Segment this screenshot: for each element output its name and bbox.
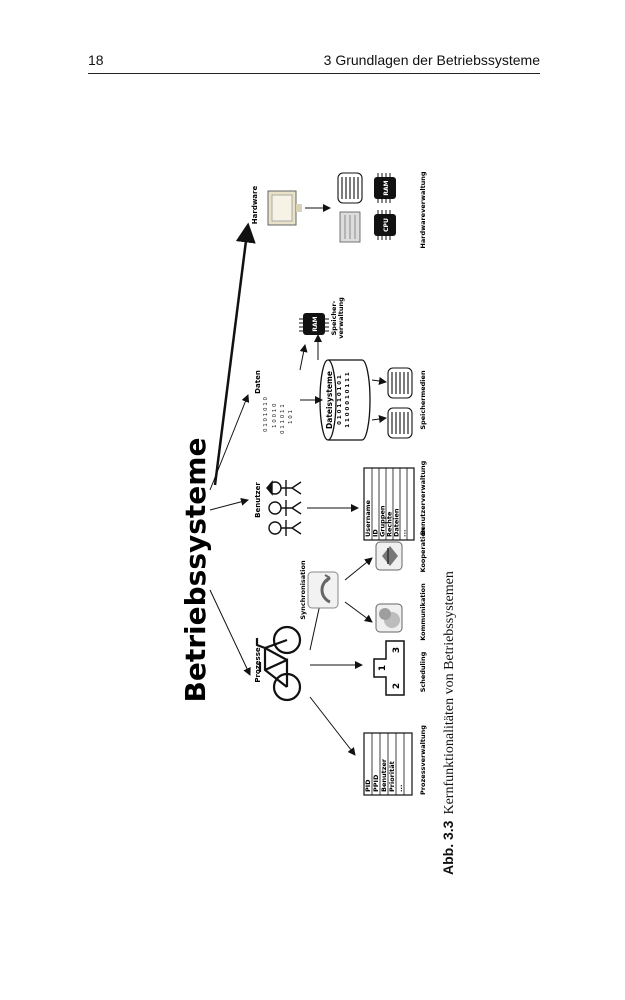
cpu-chip-label: CPU — [383, 218, 390, 232]
arrow-to-prozesse — [209, 589, 251, 676]
speicherverwaltung-label-line1: Speicher- — [330, 300, 338, 335]
header-rule — [88, 73, 540, 74]
bicycle-icon — [255, 625, 302, 702]
main-arrow — [213, 222, 256, 486]
scheduling-step: 1 — [378, 665, 388, 671]
arrow-to-speichermedien-1 — [371, 415, 387, 423]
user-table-cell: Dateien — [393, 508, 401, 537]
group-label-prozesse: Prozesse — [254, 647, 262, 683]
arrow-to-ram — [299, 344, 308, 371]
svg-text:1 0 1: 1 0 1 — [288, 410, 294, 424]
user-table: Username ID Gruppen Rechte Dateien ... — [363, 467, 415, 541]
speicherverwaltung-label-line2: verwaltung — [337, 297, 345, 339]
arrow-to-prozessverwaltung — [309, 696, 356, 756]
page-number: 18 — [88, 52, 104, 68]
filesystem-cylinder-icon — [300, 359, 371, 441]
kommunikation-icon — [375, 603, 403, 633]
synchronisation-label: Synchronisation — [299, 560, 307, 620]
figure-diagram: Betriebssysteme Prozesse Benutzer Daten … — [179, 171, 427, 796]
user-table-cell: Gruppen — [379, 505, 387, 537]
kooperation-icon — [375, 541, 403, 571]
keyboard-icon — [339, 211, 361, 243]
process-table: PID PPID Benutzer Priorität ... — [363, 732, 413, 796]
dateisysteme-bits-2: 1 1 0 0 0 1 0 1 1 1 — [345, 372, 351, 428]
benutzerverwaltung-label: Benutzerverwaltung — [419, 460, 427, 535]
dateisysteme-label: Dateisysteme — [325, 371, 334, 429]
process-table-cell: PID — [364, 779, 372, 792]
cpu-chip-icon — [374, 210, 396, 240]
synchronisation-icon — [307, 571, 339, 609]
group-label-benutzer: Benutzer — [254, 482, 262, 518]
process-table-cell: PPID — [372, 774, 380, 792]
arrow-to-speichermedien-2 — [371, 377, 387, 385]
ram-chip-label: RAM — [312, 316, 319, 331]
ram-chip-hardware-icon — [374, 173, 396, 203]
svg-text:0 1 0 1 0 1 0: 0 1 0 1 0 1 0 — [263, 397, 269, 432]
speichermedien-label: Speichermedien — [419, 370, 427, 430]
process-table-cell: Priorität — [388, 761, 396, 792]
caption-text: Kernfunktionalitäten von Betriebssysteme… — [442, 571, 457, 815]
storage-media-icon — [387, 367, 413, 439]
kommunikation-label: Kommunikation — [419, 583, 427, 641]
user-table-cell: Username — [364, 499, 372, 537]
process-table-cell: ... — [396, 785, 404, 792]
kooperation-label: Kooperation — [419, 527, 427, 572]
hard-disk-icon — [337, 172, 363, 204]
arrow-to-kommunikation — [344, 601, 373, 623]
group-label-daten: Daten — [254, 370, 262, 394]
scheduling-step: 3 — [392, 647, 402, 653]
prozessverwaltung-label: Prozessverwaltung — [419, 725, 427, 795]
arrow-to-benutzer — [209, 497, 249, 511]
running-head: 18 3 Grundlagen der Betriebssysteme — [88, 52, 540, 76]
data-bits-cloud: 0 1 0 1 0 1 0 1 0 0 1 0 0 1 1 0 1 1 1 0 … — [263, 397, 294, 434]
arrow-to-kooperation — [344, 557, 373, 581]
scheduling-step: 2 — [392, 683, 402, 689]
hardwareverwaltung-label: Hardwareverwaltung — [419, 171, 427, 249]
scheduling-steps-icon: 2 1 3 — [373, 640, 405, 696]
caption-label: Abb. 3.3 — [440, 820, 456, 875]
monitor-icon — [267, 190, 302, 226]
users-icon — [266, 480, 302, 536]
arrow-to-daten — [209, 394, 250, 491]
dateisysteme-bits-1: 0 1 0 1 1 0 1 0 1 — [337, 375, 343, 425]
figure-3-3: Betriebssysteme Prozesse Benutzer Daten … — [100, 150, 540, 840]
process-table-cell: Benutzer — [380, 758, 388, 792]
svg-text:0 1 1 0 1 1: 0 1 1 0 1 1 — [280, 404, 286, 434]
user-table-cell: ID — [372, 529, 380, 537]
user-table-cell: Rechte — [386, 511, 394, 537]
ram-chip-hardware-label: RAM — [383, 180, 390, 195]
figure-caption: Abb. 3.3 Kernfunktionalitäten von Betrieb… — [438, 571, 460, 875]
group-label-hardware: Hardware — [251, 186, 259, 225]
user-table-cell: ... — [400, 530, 408, 537]
chapter-title: 3 Grundlagen der Betriebssysteme — [323, 52, 540, 68]
ram-chip-icon — [299, 313, 329, 335]
figure-title: Betriebssysteme — [179, 438, 212, 703]
svg-text:1 0 0 1 0: 1 0 0 1 0 — [272, 403, 278, 428]
scheduling-label: Scheduling — [419, 651, 427, 692]
